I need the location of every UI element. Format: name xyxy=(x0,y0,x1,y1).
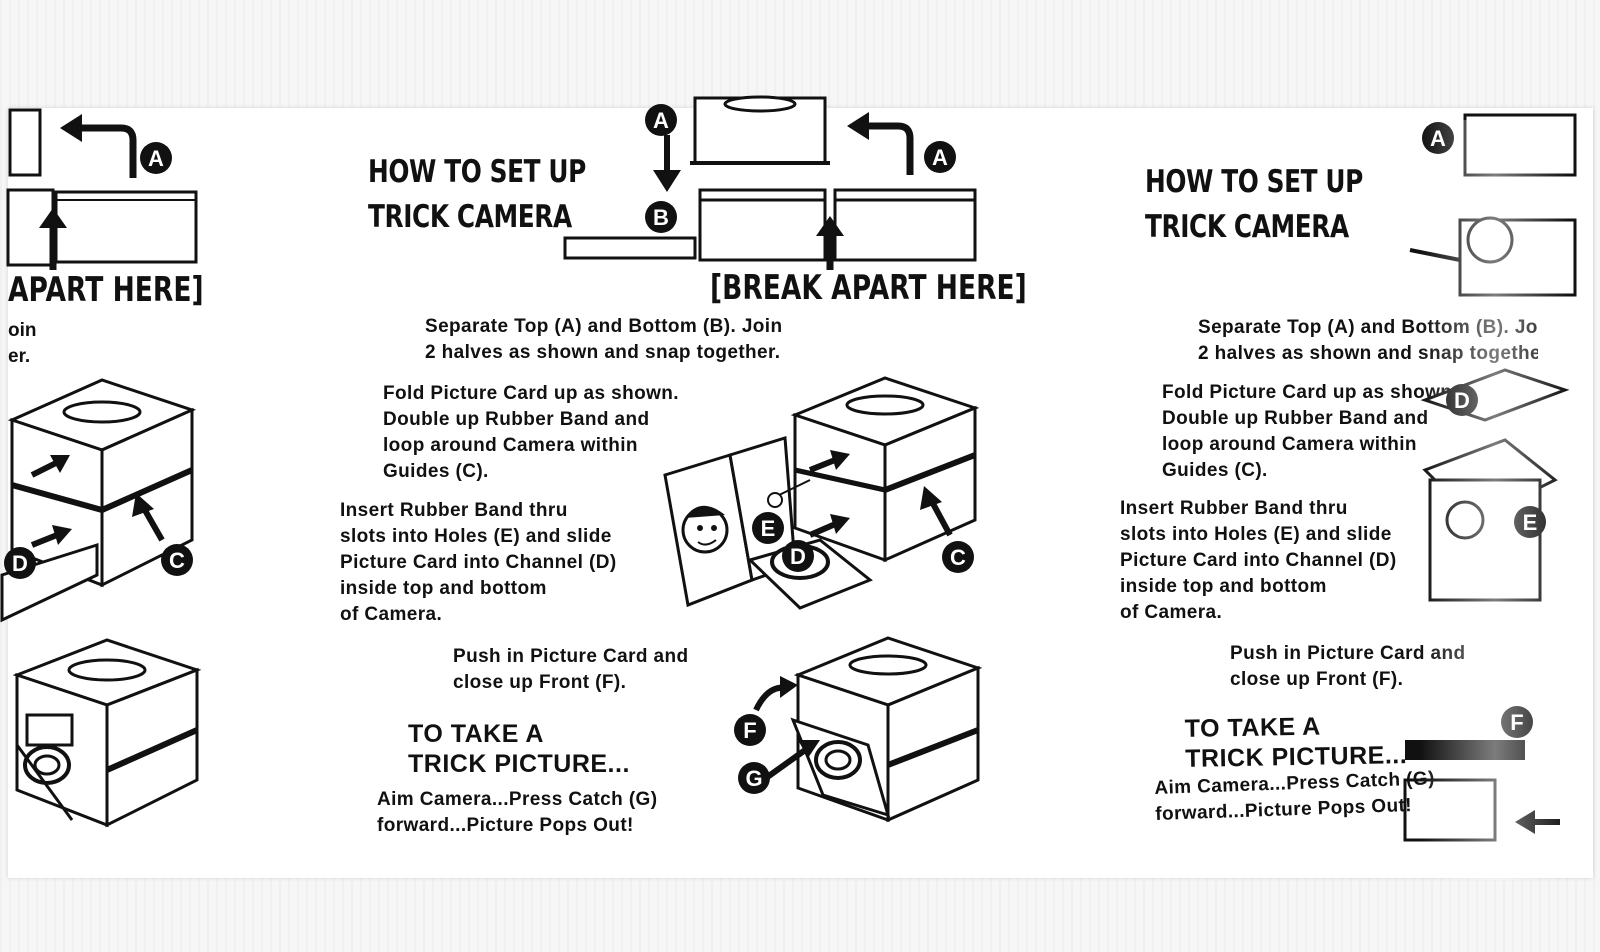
callout-a-top: A xyxy=(653,108,669,133)
callout-g: G xyxy=(745,766,762,791)
step-2-line: loop around Camera within xyxy=(383,435,638,456)
callout-d: D xyxy=(790,544,806,569)
step-2-line: Guides (C). xyxy=(1162,460,1268,481)
step-2-text-repeat: Fold Picture Card up as shown. Double up… xyxy=(1162,380,1452,484)
take-picture-heading: TO TAKE A TRICK PICTURE... xyxy=(408,719,630,779)
step-5-line: Aim Camera...Press Catch (G) xyxy=(377,789,658,810)
setup-heading-repeat-line2: TRICK CAMERA xyxy=(1145,209,1349,245)
step-3-line: inside top and bottom xyxy=(1120,576,1327,597)
step-5-text-repeat: Aim Camera...Press Catch (G) forward...P… xyxy=(1154,766,1436,828)
step-3-line: of Camera. xyxy=(1120,602,1223,623)
step-4-line: close up Front (F). xyxy=(453,672,627,693)
callout-d-repeat: D xyxy=(1454,388,1470,413)
step-3-line: Insert Rubber Band thru xyxy=(340,500,568,521)
setup-heading-repeat-line1: HOW TO SET UP xyxy=(1145,164,1363,200)
step-3-line: Insert Rubber Band thru xyxy=(1120,498,1348,519)
take-picture-heading-repeat: TO TAKE A TRICK PICTURE... xyxy=(1184,710,1408,774)
step-2-line: Double up Rubber Band and xyxy=(1162,408,1429,429)
step-2-line: loop around Camera within xyxy=(1162,434,1417,455)
left-camera-illustration-1: D C xyxy=(0,378,197,623)
step-1-line: Separate Top (A) and Bottom (B). Join xyxy=(425,316,783,337)
setup-heading-repeat: HOW TO SET UP TRICK CAMERA xyxy=(1145,160,1363,250)
take-picture-heading-line1: TO TAKE A xyxy=(408,720,544,748)
callout-f: F xyxy=(743,718,756,743)
card-insert-illustration: E D C xyxy=(663,376,980,610)
step-3-line: Picture Card into Channel (D) xyxy=(1120,550,1397,571)
left-fragment-line2: er. xyxy=(8,346,31,367)
left-camera-illustration-2 xyxy=(12,638,202,828)
step-3-text-repeat: Insert Rubber Band thru slots into Holes… xyxy=(1120,496,1425,626)
step-5-text: Aim Camera...Press Catch (G) forward...P… xyxy=(377,787,657,839)
setup-heading-line2: TRICK CAMERA xyxy=(368,199,572,235)
break-apart-label: [BREAK APART HERE] xyxy=(710,268,1027,308)
step-2-line: Fold Picture Card up as shown. xyxy=(1162,382,1452,403)
callout-b: B xyxy=(653,205,669,230)
step-3-line: of Camera. xyxy=(340,604,443,625)
step-2-line: Guides (C). xyxy=(383,461,489,482)
callout-c-left: C xyxy=(169,548,185,573)
step-4-text-repeat: Push in Picture Card and close up Front … xyxy=(1230,641,1480,693)
step-1-line: 2 halves as shown and snap together. xyxy=(425,342,781,363)
setup-heading: HOW TO SET UP TRICK CAMERA xyxy=(368,150,586,240)
step-4-line: Push in Picture Card and xyxy=(453,646,689,667)
take-picture-heading-line2: TRICK PICTURE... xyxy=(408,750,630,778)
step-2-text: Fold Picture Card up as shown. Double up… xyxy=(383,381,679,485)
left-fragment-line1: oin xyxy=(8,320,37,341)
step-4-line: Push in Picture Card and xyxy=(1230,643,1466,664)
callout-f-repeat: F xyxy=(1510,710,1523,735)
setup-heading-line1: HOW TO SET UP xyxy=(368,154,586,190)
step-4-text: Push in Picture Card and close up Front … xyxy=(453,644,689,696)
step-3-line: inside top and bottom xyxy=(340,578,547,599)
callout-e: E xyxy=(761,516,776,541)
callout-a-left: A xyxy=(148,146,164,171)
callout-a-repeat: A xyxy=(1430,126,1446,151)
right-camera-illustration: D E F xyxy=(1403,368,1570,842)
step-5-line: forward...Picture Pops Out! xyxy=(377,815,634,836)
left-break-label: APART HERE] xyxy=(8,270,204,310)
callout-e-repeat: E xyxy=(1523,510,1538,535)
closed-camera-illustration: F G xyxy=(734,636,983,823)
step-1-line: Separate Top (A) and Bottom (B). Join xyxy=(1198,317,1538,338)
join-halves-illustration: A B A xyxy=(563,95,977,270)
step-2-line: Double up Rubber Band and xyxy=(383,409,650,430)
right-join-illustration: A xyxy=(1409,113,1577,297)
step-1-line: 2 halves as shown and snap together. xyxy=(1198,343,1538,364)
callout-a-right: A xyxy=(932,145,948,170)
callout-d-left: D xyxy=(12,551,28,576)
step-4-line: close up Front (F). xyxy=(1230,669,1404,690)
step-3-text: Insert Rubber Band thru slots into Holes… xyxy=(340,498,617,628)
step-1-text: Separate Top (A) and Bottom (B). Join 2 … xyxy=(425,314,783,366)
left-join-illustration: A xyxy=(6,108,198,270)
take-picture-heading-line1: TO TAKE A xyxy=(1184,712,1321,743)
step-2-line: Fold Picture Card up as shown. xyxy=(383,383,679,404)
callout-c: C xyxy=(950,545,966,570)
step-3-line: Picture Card into Channel (D) xyxy=(340,552,617,573)
step-3-line: slots into Holes (E) and slide xyxy=(340,526,612,547)
step-3-line: slots into Holes (E) and slide xyxy=(1120,524,1392,545)
step-1-text-repeat: Separate Top (A) and Bottom (B). Join 2 … xyxy=(1198,315,1538,367)
